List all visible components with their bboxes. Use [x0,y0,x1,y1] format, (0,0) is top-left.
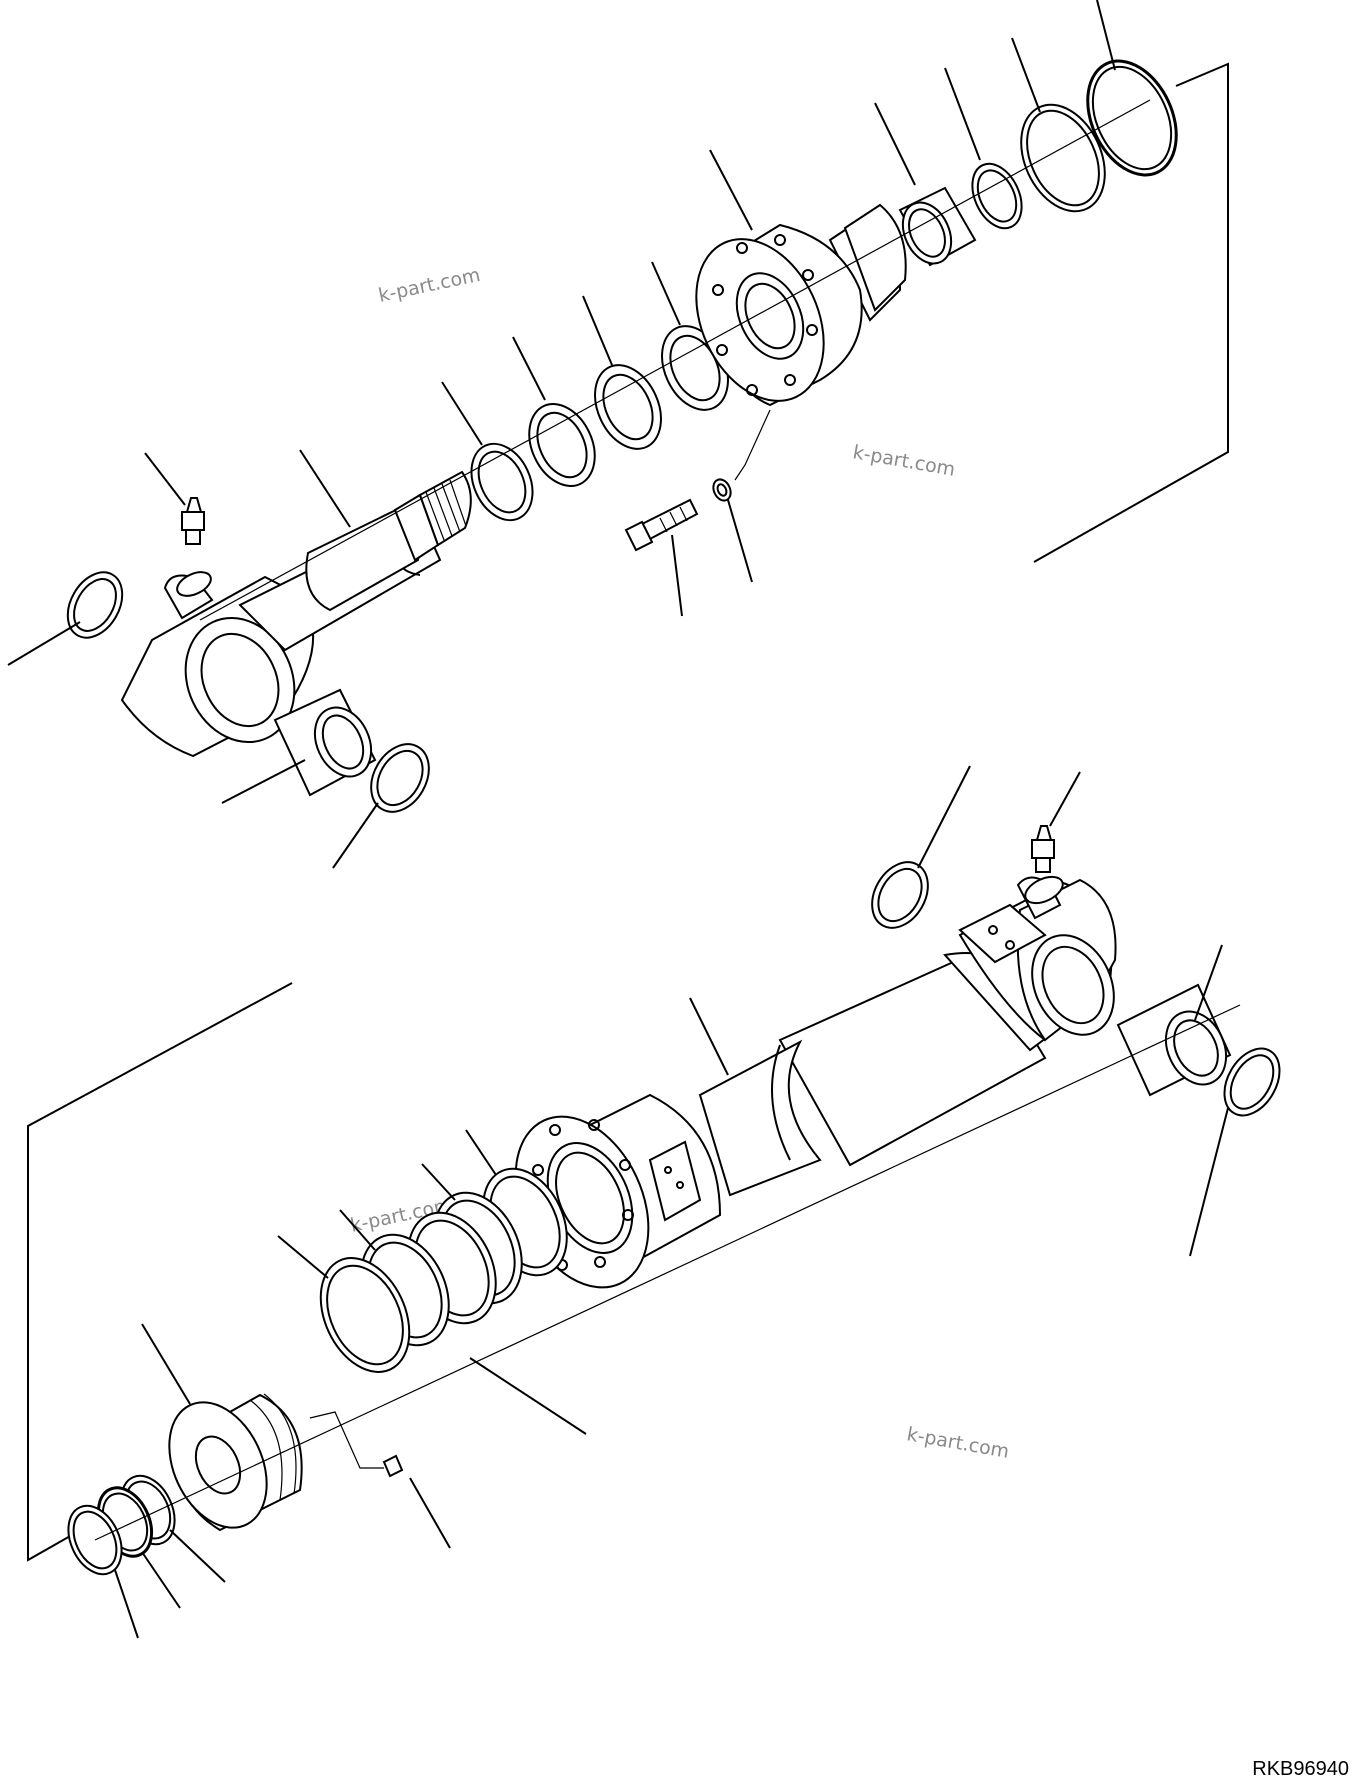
set-screw [382,1454,404,1478]
dust-seal-lower-right [1223,1047,1281,1117]
watermark-1: k-part.com [376,264,482,307]
buffer-ring [528,403,596,487]
cylinder-head [695,203,907,407]
snap-ring-head [971,162,1023,230]
piston-ring-5 [319,1257,411,1373]
lower-group-bracket [27,982,293,1562]
bushing-upper [273,688,377,797]
watermark-2: k-part.com [851,441,957,481]
piston-rod [238,470,472,652]
rod-packing [594,364,662,450]
grease-fitting-upper [181,497,205,545]
callouts-upper [7,0,1116,869]
cylinder-bottom-eye [958,875,1117,1042]
drawing-code: RKB96940 [1252,1758,1349,1780]
head-bushing [898,186,977,267]
cylinder-head-lower [514,1093,722,1289]
axis-line-lower [94,1004,1241,1541]
set-screw-connector [309,1411,384,1469]
piston [168,1393,303,1532]
callouts-lower [114,765,1229,1639]
washer [712,478,732,502]
mounting-bolt [624,498,699,552]
upper-group-bracket [1033,62,1229,563]
dust-seal-lower-top [871,861,929,929]
bolt-connector [734,409,771,481]
axis-line-upper [199,99,1151,621]
watermark-4: k-part.com [905,1423,1011,1463]
dust-seal-upper-right [370,743,430,813]
backup-ring-head [1020,103,1106,213]
grease-fitting-lower [1031,825,1055,873]
o-ring-head [1086,59,1178,177]
bushing-lower [1116,983,1232,1097]
dust-seal-upper-left [66,571,124,639]
